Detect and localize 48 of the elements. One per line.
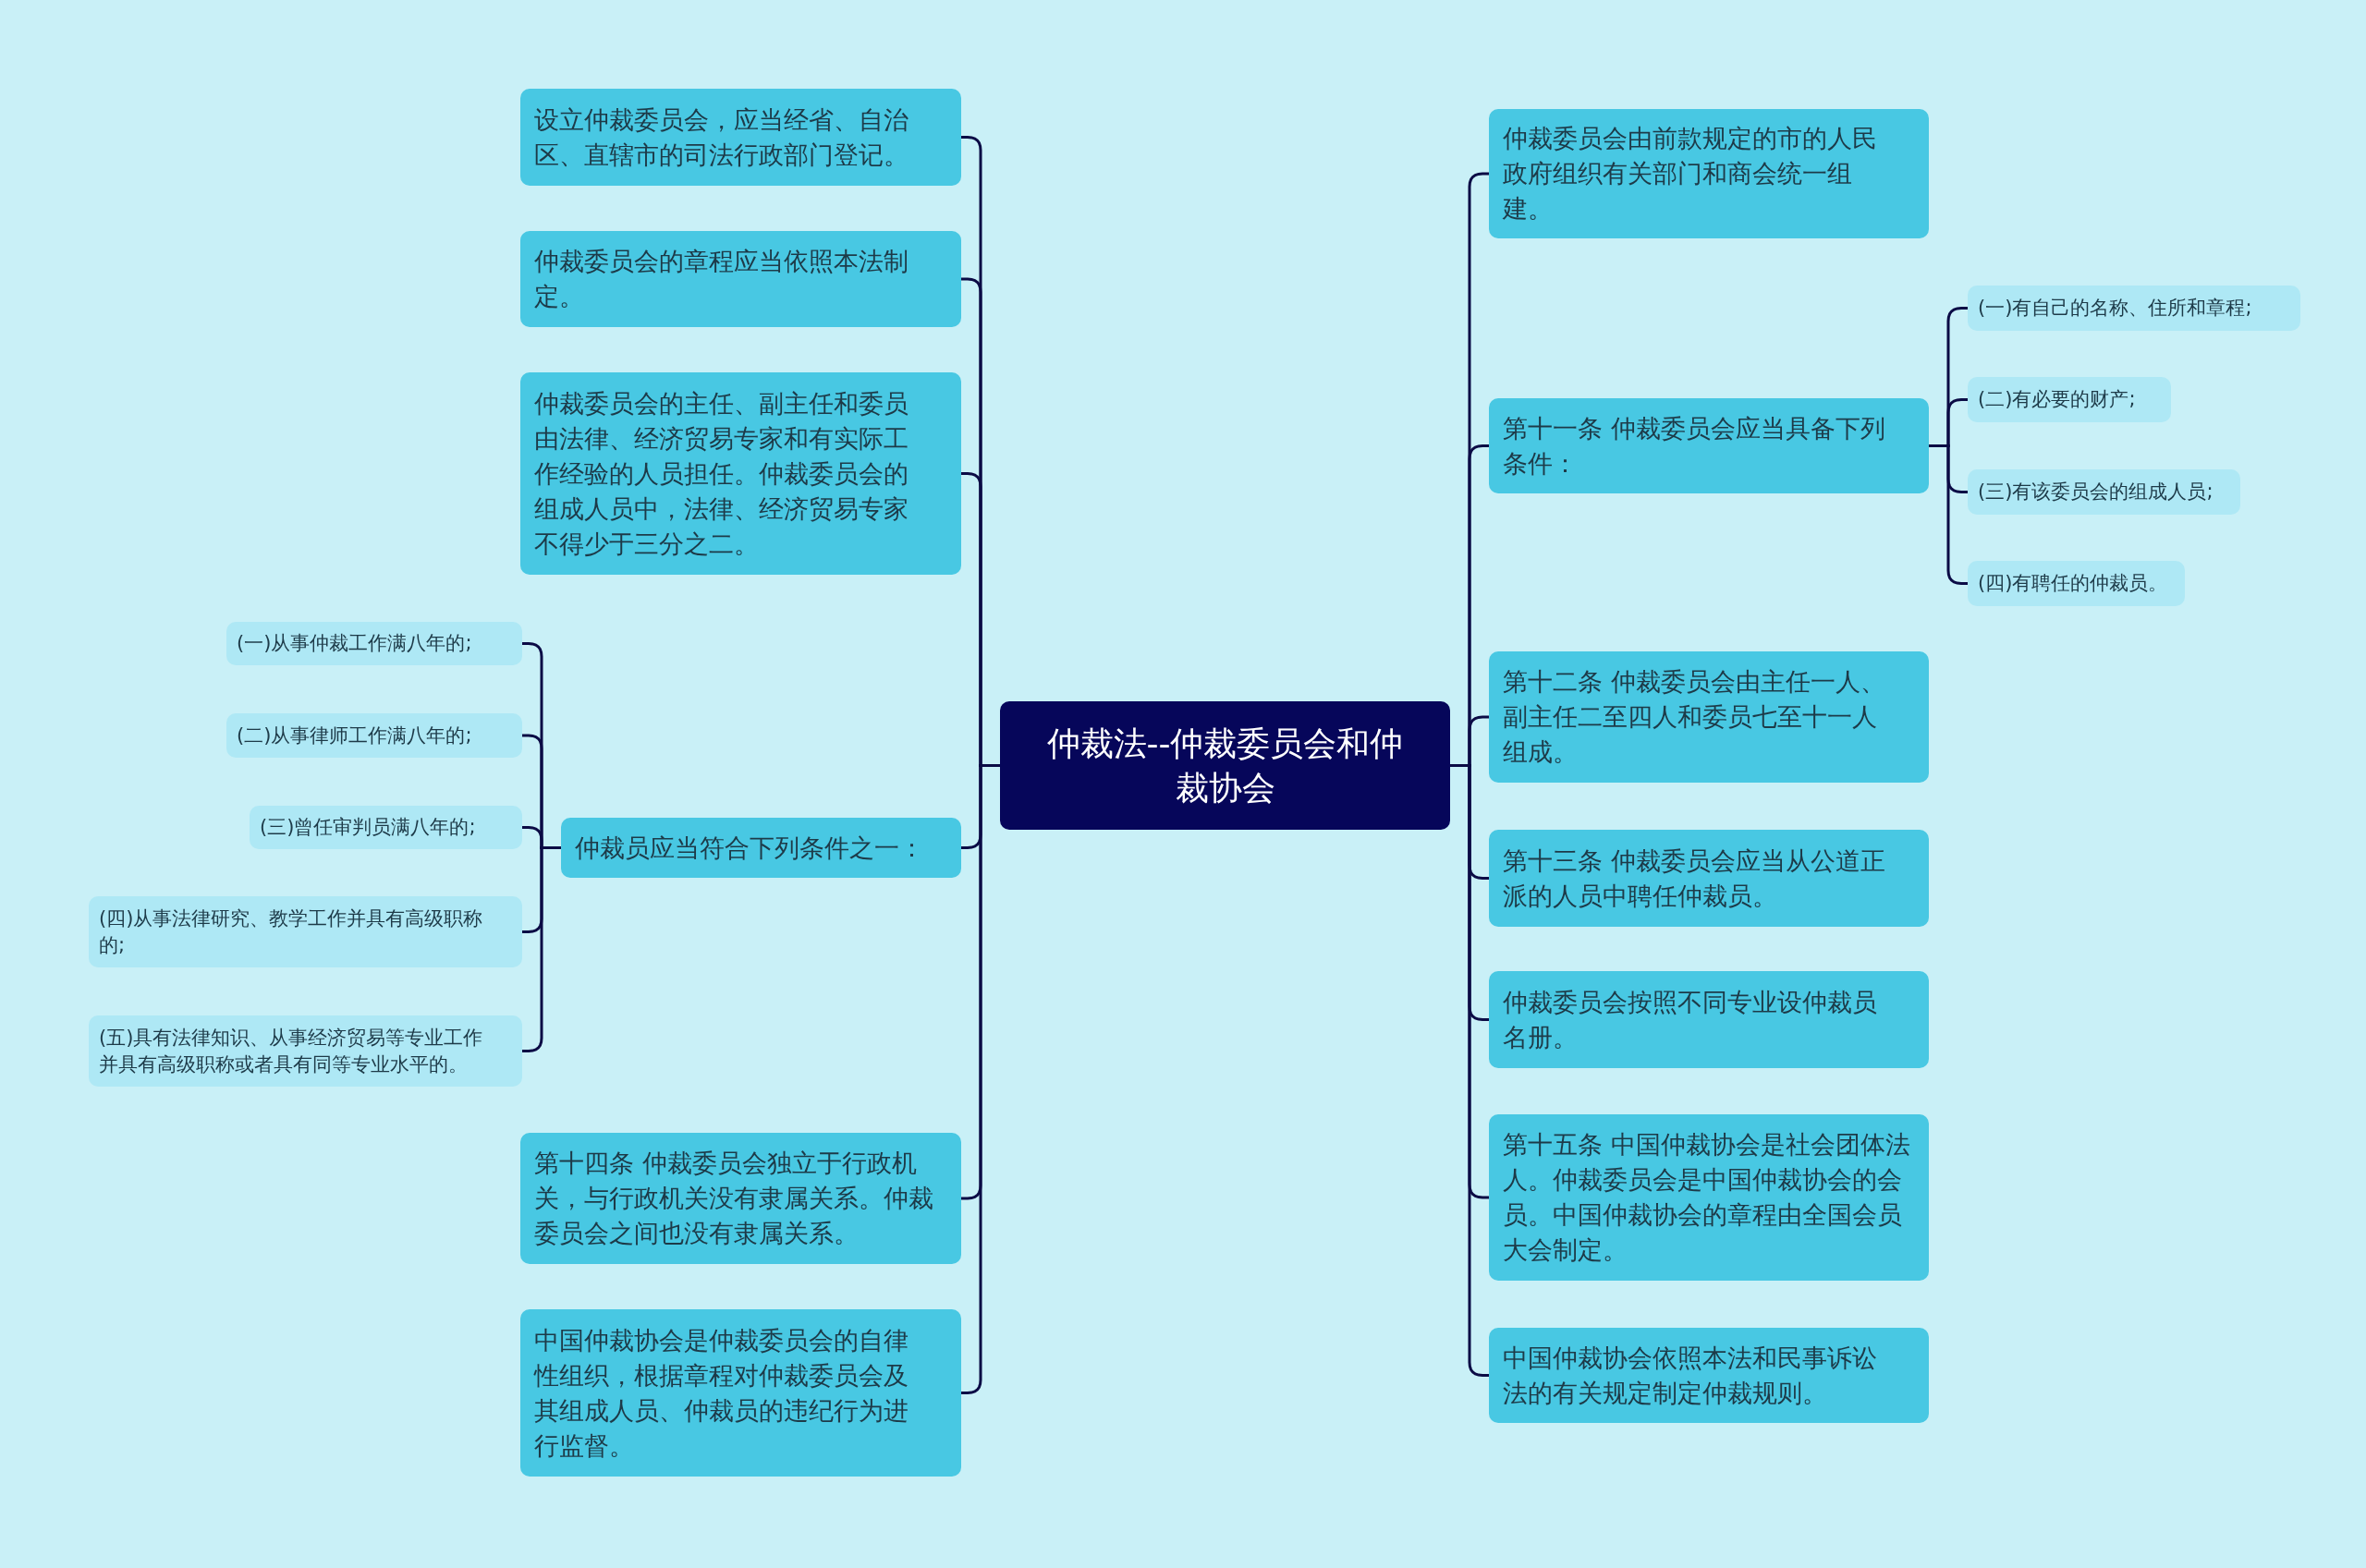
topic-box [520,372,961,575]
subtopic-text: (二)从事律师工作满八年的; [237,723,473,748]
subtopic-box [1968,286,2300,331]
subtopic-text: (四)有聘任的仲裁员。 [1978,571,2169,596]
connector-line [1929,444,1968,585]
subtopic-text: (一)从事仲裁工作满八年的; [237,631,473,656]
subtopic-text: (二)有必要的财产; [1978,387,2137,412]
topic-box [1489,1328,1929,1423]
subtopic-box [1968,469,2240,515]
topic-box [1489,971,1929,1068]
topic-box [1489,109,1929,238]
topic-text: 仲裁员应当符合下列条件之一： [575,832,925,864]
subtopic-box [89,896,522,967]
topic-text: 第十五条 中国仲裁协会是社会团体法人。仲裁委员会是中国仲裁协会的会员。中国仲裁协会的章程由全国会员大会制定。 [1503,1129,1911,1266]
subtopic-box [89,1015,522,1087]
subtopic-box [226,713,522,758]
topic-text: 第十三条 仲裁委员会应当从公道正派的人员中聘任仲裁员。 [1503,845,1886,912]
topic-box [1489,651,1929,783]
topic-box [561,818,961,878]
subtopic-box [1968,377,2171,422]
topic-text: 仲裁委员会的主任、副主任和委员由法律、经济贸易专家和有实际工作经验的人员担任。仲裁委员会的组成人员中，法律、经济贸易专家不得少于三分之二。 [534,387,909,560]
root-topic-box [1000,701,1450,830]
topic-text: 仲裁委员会的章程应当依照本法制定。 [534,246,909,312]
topic-text: 第十一条 仲裁委员会应当具备下列条件： [1503,412,1886,480]
topic-text: 第十四条 仲裁委员会独立于行政机关，与行政机关没有隶属关系。仲裁委员会之间也没有隶属关系。 [534,1148,934,1249]
root-topic-text: 仲裁法--仲裁委员会和仲裁协会 [1045,723,1405,808]
subtopic-box [250,806,522,849]
subtopic-text: (五)具有法律知识、从事经济贸易等专业工作并具有高级职称或者具有同等专业水平的。 [99,1025,484,1077]
subtopic-text: (一)有自己的名称、住所和章程; [1978,296,2253,321]
subtopic-box [1968,561,2185,606]
topic-box [520,89,961,186]
subtopic-text: (三)有该委员会的组成人员; [1978,480,2214,504]
topic-box [520,1133,961,1264]
topic-text: 仲裁委员会由前款规定的市的人民政府组织有关部门和商会统一组建。 [1503,123,1878,225]
topic-text: 设立仲裁委员会，应当经省、自治区、直辖市的司法行政部门登记。 [534,103,909,171]
topic-box [1489,1114,1929,1281]
topic-box [520,1309,961,1477]
topic-text: 第十二条 仲裁委员会由主任一人、副主任二至四人和委员七至十一人组成。 [1503,666,1886,768]
subtopic-text: (三)曾任审判员满八年的; [260,815,477,840]
subtopic-box [226,622,522,665]
topic-box [1489,830,1929,927]
connector-line [522,846,561,1052]
topic-text: 仲裁委员会按照不同专业设仲裁员名册。 [1503,986,1878,1053]
topic-text: 中国仲裁协会是仲裁委员会的自律性组织，根据章程对仲裁委员会及其组成人员、仲裁员的违纪行为进行监督。 [534,1324,909,1462]
subtopic-text: (四)从事法律研究、教学工作并具有高级职称的; [99,906,484,958]
topic-box [1489,398,1929,493]
topic-box [520,231,961,327]
topic-text: 中国仲裁协会依照本法和民事诉讼法的有关规定制定仲裁规则。 [1503,1342,1878,1409]
